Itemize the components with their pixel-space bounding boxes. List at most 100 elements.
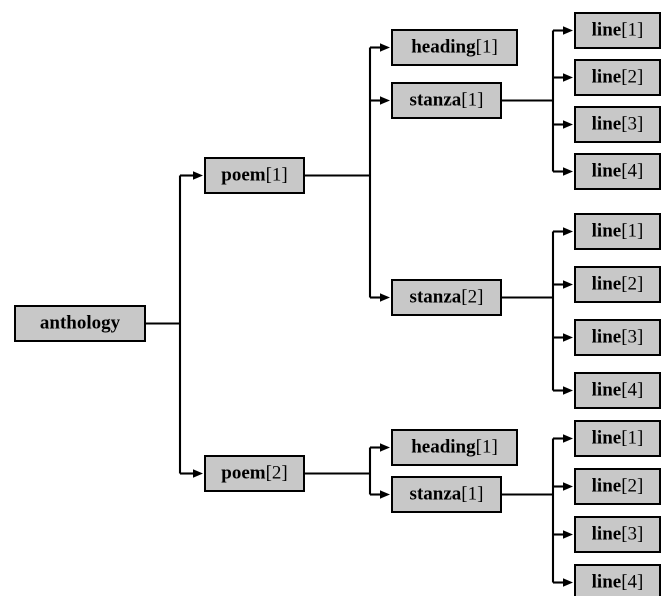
node-label: heading[1] bbox=[411, 37, 498, 58]
node-element-name: heading bbox=[411, 37, 476, 58]
node-label: stanza[2] bbox=[410, 287, 484, 308]
arrowhead-s2line3 bbox=[563, 333, 573, 342]
tree-node-poem2[interactable]: poem[2] bbox=[204, 455, 305, 492]
node-element-name: line bbox=[592, 380, 622, 401]
node-element-name: line bbox=[592, 428, 622, 449]
node-element-index: [3] bbox=[621, 114, 643, 135]
node-element-index: [1] bbox=[461, 484, 483, 505]
node-box bbox=[574, 319, 661, 356]
node-box bbox=[14, 305, 146, 342]
node-box bbox=[574, 516, 661, 553]
edge-group-poem1-children bbox=[305, 43, 390, 302]
tree-node-anthology[interactable]: anthology bbox=[14, 305, 146, 342]
node-element-index: [2] bbox=[266, 463, 288, 484]
node-label: line[1] bbox=[592, 428, 644, 449]
tree-node-s3line4[interactable]: line[4] bbox=[574, 564, 661, 596]
node-box bbox=[574, 372, 661, 409]
node-label: poem[1] bbox=[221, 165, 287, 186]
arrowhead-s2line4 bbox=[563, 386, 573, 395]
node-label: line[1] bbox=[592, 20, 644, 41]
arrowhead-s2line2 bbox=[563, 280, 573, 289]
node-element-index: [1] bbox=[621, 20, 643, 41]
node-label: stanza[1] bbox=[410, 90, 484, 111]
node-element-index: [1] bbox=[266, 165, 288, 186]
node-label: poem[2] bbox=[221, 463, 287, 484]
node-element-index: [2] bbox=[621, 476, 643, 497]
tree-node-poem1[interactable]: poem[1] bbox=[204, 157, 305, 194]
node-element-name: line bbox=[592, 476, 622, 497]
arrowhead-poem1 bbox=[193, 171, 203, 180]
edge-group-p1stanza1-children bbox=[502, 26, 573, 176]
node-box bbox=[204, 157, 305, 194]
node-box bbox=[391, 29, 518, 66]
node-element-index: [2] bbox=[621, 274, 643, 295]
node-element-index: [2] bbox=[461, 287, 483, 308]
arrowhead-s3line1 bbox=[563, 434, 573, 443]
node-label: anthology bbox=[40, 313, 121, 334]
node-layer: anthologypoem[1]poem[2]heading[1]stanza[… bbox=[14, 12, 661, 596]
node-label: line[1] bbox=[592, 221, 644, 242]
tree-node-p1stanza1[interactable]: stanza[1] bbox=[391, 82, 502, 119]
node-box bbox=[574, 420, 661, 457]
arrowhead-s1line1 bbox=[563, 26, 573, 35]
node-box bbox=[391, 82, 502, 119]
tree-node-s2line1[interactable]: line[1] bbox=[574, 213, 661, 250]
tree-node-s2line4[interactable]: line[4] bbox=[574, 372, 661, 409]
tree-node-p1heading1[interactable]: heading[1] bbox=[391, 29, 518, 66]
arrowhead-p1stanza1 bbox=[380, 96, 390, 105]
tree-node-s1line4[interactable]: line[4] bbox=[574, 153, 661, 190]
node-box bbox=[574, 213, 661, 250]
node-element-name: anthology bbox=[40, 313, 121, 334]
tree-node-s3line2[interactable]: line[2] bbox=[574, 468, 661, 505]
node-element-name: line bbox=[592, 20, 622, 41]
node-label: stanza[1] bbox=[410, 484, 484, 505]
node-element-name: stanza bbox=[410, 90, 462, 111]
arrowhead-s3line4 bbox=[563, 578, 573, 587]
node-label: line[3] bbox=[592, 524, 644, 545]
node-box bbox=[574, 106, 661, 143]
node-element-name: stanza bbox=[410, 484, 462, 505]
arrowhead-s1line3 bbox=[563, 120, 573, 129]
node-label: heading[1] bbox=[411, 437, 498, 458]
tree-node-p2heading1[interactable]: heading[1] bbox=[391, 429, 518, 466]
tree-node-s3line3[interactable]: line[3] bbox=[574, 516, 661, 553]
edge-group-p2stanza1-children bbox=[502, 434, 573, 587]
arrowhead-poem2 bbox=[193, 469, 203, 478]
arrowhead-s3line3 bbox=[563, 530, 573, 539]
arrowhead-p2stanza1 bbox=[380, 490, 390, 499]
tree-node-p2stanza1[interactable]: stanza[1] bbox=[391, 476, 502, 513]
node-element-name: line bbox=[592, 572, 622, 593]
node-element-name: line bbox=[592, 114, 622, 135]
arrowhead-s2line1 bbox=[563, 227, 573, 236]
tree-node-s1line2[interactable]: line[2] bbox=[574, 59, 661, 96]
arrowhead-s1line4 bbox=[563, 167, 573, 176]
tree-node-s2line3[interactable]: line[3] bbox=[574, 319, 661, 356]
node-box bbox=[574, 12, 661, 49]
node-element-index: [1] bbox=[476, 37, 498, 58]
tree-node-s3line1[interactable]: line[1] bbox=[574, 420, 661, 457]
node-element-name: line bbox=[592, 274, 622, 295]
node-element-index: [4] bbox=[621, 380, 643, 401]
node-element-name: line bbox=[592, 67, 622, 88]
node-element-index: [2] bbox=[621, 67, 643, 88]
tree-node-s2line2[interactable]: line[2] bbox=[574, 266, 661, 303]
tree-node-p1stanza2[interactable]: stanza[2] bbox=[391, 279, 502, 316]
node-box bbox=[391, 279, 502, 316]
tree-node-s1line1[interactable]: line[1] bbox=[574, 12, 661, 49]
node-element-name: poem bbox=[221, 463, 266, 484]
node-label: line[2] bbox=[592, 67, 644, 88]
edge-group-anthology-children bbox=[146, 171, 203, 478]
node-box bbox=[574, 564, 661, 596]
node-label: line[4] bbox=[592, 161, 644, 182]
node-box bbox=[391, 429, 518, 466]
arrowhead-p2heading1 bbox=[380, 443, 390, 452]
node-label: line[2] bbox=[592, 476, 644, 497]
node-box bbox=[204, 455, 305, 492]
node-element-name: line bbox=[592, 221, 622, 242]
node-element-index: [1] bbox=[621, 428, 643, 449]
node-box bbox=[574, 266, 661, 303]
tree-node-s1line3[interactable]: line[3] bbox=[574, 106, 661, 143]
node-element-index: [3] bbox=[621, 327, 643, 348]
